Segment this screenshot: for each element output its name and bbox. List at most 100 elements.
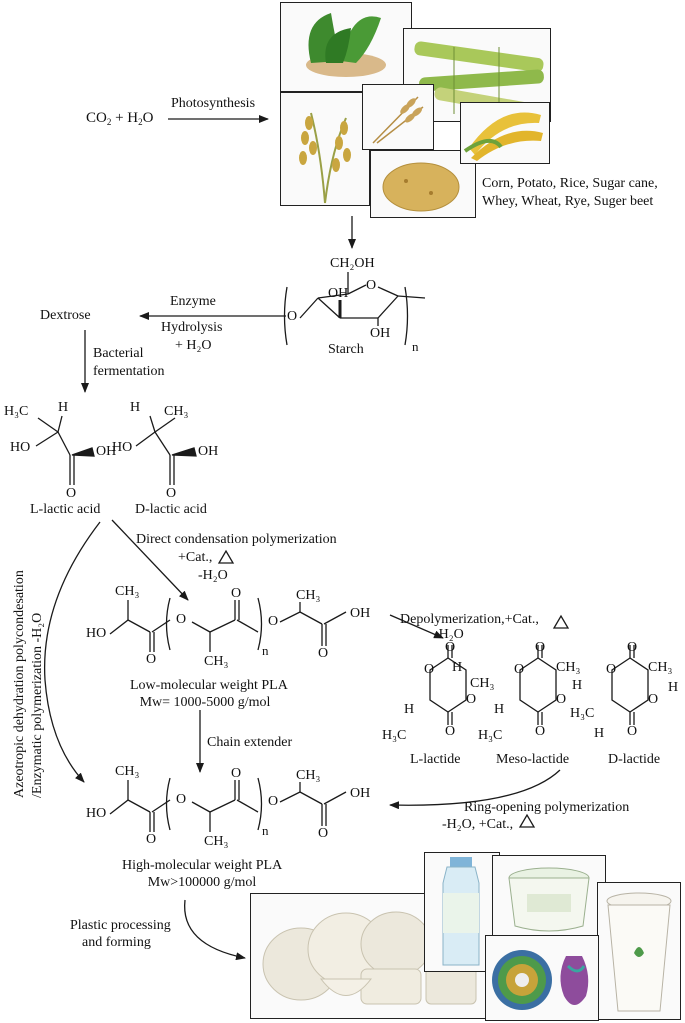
filament-spool-icon [492,950,589,1010]
starch-oh-right: OH [370,326,391,341]
low-pla-ch3-c: CH₃ [296,588,321,603]
low-pla-o-link1: O [176,612,187,627]
low-pla-oh: OH [350,606,371,621]
processing-arrow [184,899,246,961]
lactide-rings [429,645,649,725]
depolymerization-line-1: Depolymerization,+Cat., [400,612,539,627]
tableware-icon [262,911,477,1005]
d-lactide-o-ring-r: O [648,692,659,707]
l-lactide-ch3: CH₃ [470,676,495,691]
hydrolysis-label: Hydrolysis [161,320,223,335]
azeotropic-line-2: /Enzymatic polymerization -H₂O [30,612,45,798]
corn-photo [460,102,550,164]
d-lactic-o: O [166,486,177,501]
d-lactide-o-bot: O [627,724,638,739]
low-pla-o-carbonyl2: O [231,586,242,601]
starch-structure [250,272,426,346]
meso-lactide-h-left: H [494,702,505,717]
filament-photo [485,935,599,1021]
low-pla-ch3-b: CH₃ [204,654,229,669]
d-lactide-o-top: O [627,640,638,655]
low-pla-o-link2: O [268,614,279,629]
depolymerization-arrow [389,614,444,639]
l-lactide-h-left: H [404,702,415,717]
d-lactide-ch3: CH₃ [648,660,673,675]
d-lactic-ho: HO [112,440,133,455]
low-pla-label: Low-molecular weight PLA [130,678,288,693]
high-pla-o-carbonyl2: O [231,766,242,781]
d-lactide-h3c: H₃C [570,706,595,721]
high-pla-ch3-c: CH₃ [296,768,321,783]
low-pla-bonds [109,597,347,652]
high-pla-o-link2: O [268,794,279,809]
high-pla-oh: OH [350,786,371,801]
processing-line-2: and forming [82,935,151,950]
corn-icon [463,112,543,161]
heat-triangle-icon [518,813,536,828]
l-lactide-label: L-lactide [410,752,461,767]
fermentation-line-1: Bacterial [93,346,144,361]
d-lactic-h: H [130,400,141,415]
high-pla-label: High-molecular weight PLA [122,858,283,873]
heat-triangle-icon [217,549,235,564]
depolymerization-line-2: -H₂O [434,627,464,642]
meso-lactide-o-bot: O [535,724,546,739]
wheat-photo [362,84,434,150]
crops-line-2: Whey, Wheat, Rye, Suger beet [482,194,654,209]
l-lactic-label: L-lactic acid [30,502,101,517]
potato-icon [382,162,460,212]
d-lactide-label: D-lactide [608,752,661,767]
rice-icon [299,112,351,204]
l-lactide-h3c: H₃C [382,728,407,743]
l-lactic-h: H [58,400,69,415]
low-pla-o-carbonyl1: O [146,652,157,667]
container-icon [508,867,590,932]
starch-label: Starch [328,342,364,357]
d-lactic-oh: OH [198,444,219,459]
high-pla-o-link1: O [176,792,187,807]
l-lactide-o-ring-l: O [424,662,435,677]
high-pla-ho: HO [86,806,107,821]
l-lactide-o-top: O [445,640,456,655]
azeotropic-line-1: Azeotropic dehydration polycondesation [12,570,27,798]
meso-lactide-o-ring-r: O [556,692,567,707]
low-pla-mw: Mw= 1000-5000 g/mol [139,695,271,710]
high-pla-o-carbonyl1: O [146,832,157,847]
high-pla-ch3-a: CH₃ [115,764,140,779]
l-lactide-o-ring-r: O [466,692,477,707]
high-pla-mw: Mw>100000 g/mol [147,875,257,890]
meso-lactide-o-ring-l: O [514,662,525,677]
starch-ch2oh: CH₂OH [330,256,375,271]
meso-lactide-ch3: CH₃ [556,660,581,675]
low-pla-n: n [262,643,269,658]
high-pla-n: n [262,823,269,838]
sugar-beet-icon [306,13,386,77]
high-pla-bonds [109,777,347,832]
l-lactic-ho: HO [10,440,31,455]
ring-opening-line-1: Ring-opening polymerization [464,800,630,815]
enzyme-label: Enzyme [170,294,216,309]
ring-opening-arrow [389,769,561,810]
low-pla-o-carbonyl3: O [318,646,329,661]
direct-condensation-line-1: Direct condensation polymerization [136,532,337,547]
direct-condensation-arrow [111,519,189,601]
l-lactic-h3c: H₃C [4,404,29,419]
d-lactide-h: H [668,680,679,695]
d-lactic-ch3: CH₃ [164,404,189,419]
potato-photo [370,150,476,218]
low-pla-ch3-a: CH₃ [115,584,140,599]
cup-icon [606,892,672,1012]
l-lactide-h: H [452,660,463,675]
bottle-icon [442,857,480,966]
fermentation-line-2: fermentation [93,364,165,379]
starch-n: n [412,339,419,354]
d-lactide-o-ring-l: O [606,662,617,677]
d-lactic-label: D-lactic acid [135,502,207,517]
chain-extender-label: Chain extender [207,735,293,750]
heat-triangle-icon [552,614,570,629]
wheat-icon [372,96,424,144]
heat-triangle-icons [217,549,570,828]
ring-opening-line-2: -H₂O, +Cat., [442,817,514,832]
l-lactic-o: O [66,486,77,501]
l-lactide-o-bot: O [445,724,456,739]
